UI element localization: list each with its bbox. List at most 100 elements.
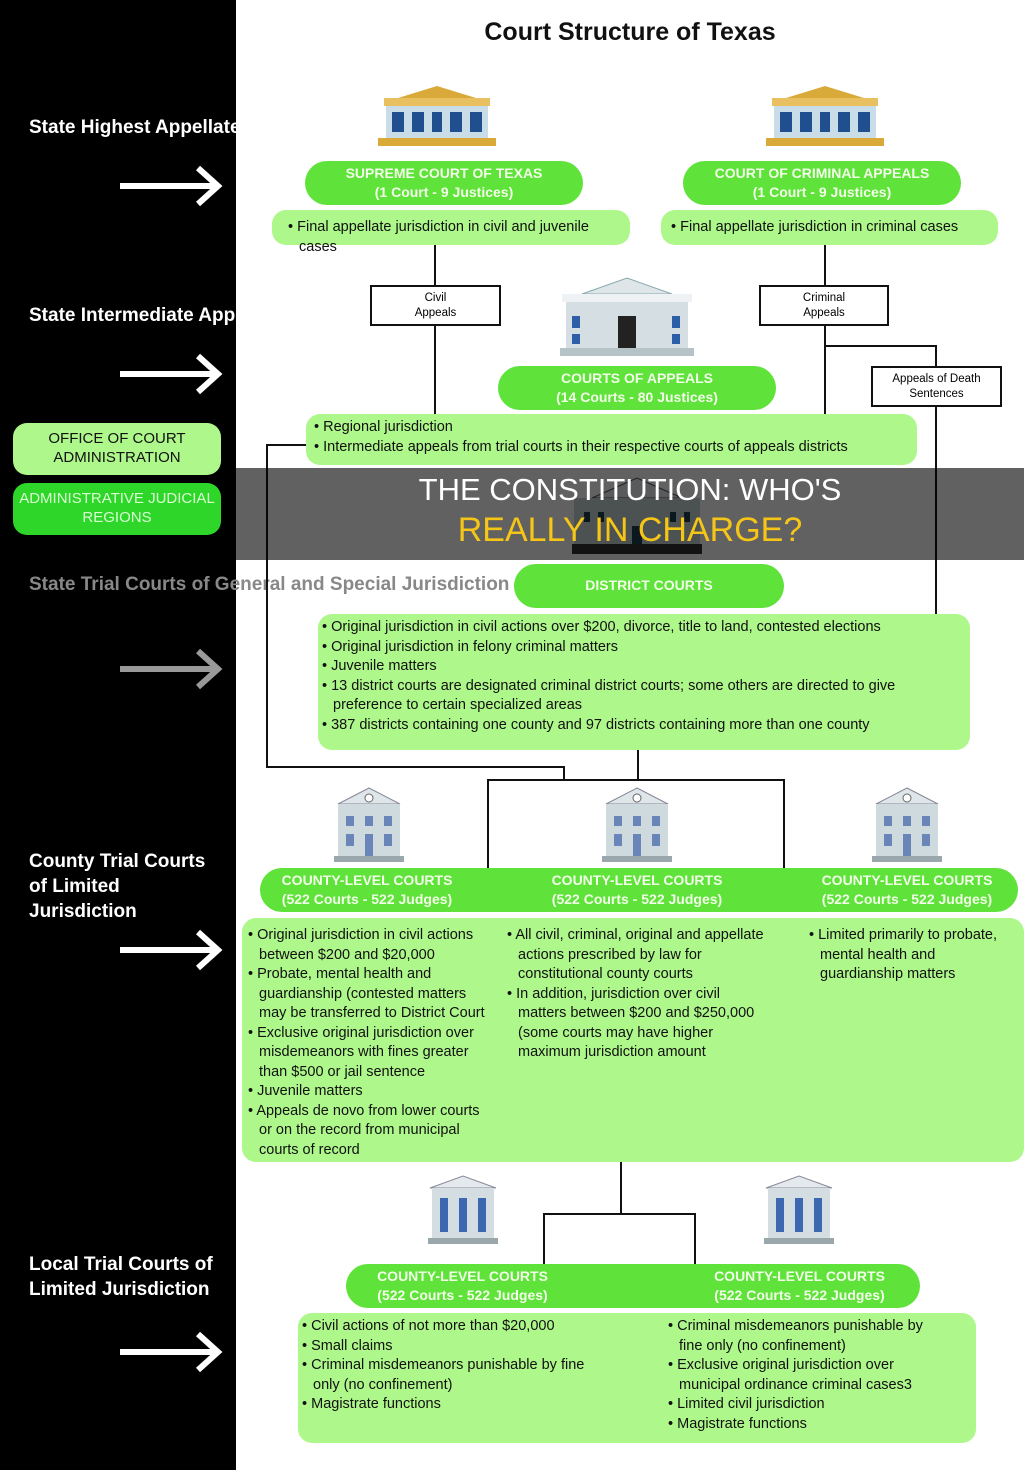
courts-of-appeals-node: COURTS OF APPEALS (14 Courts - 80 Justice… [498,366,776,410]
criminal-appeals-label: Criminal Appeals [759,285,889,326]
desc-item: Small claims [302,1337,602,1357]
courthouse-icon [428,1175,498,1244]
district-courts-node: DISTRICT COURTS [514,564,784,608]
desc-item: 387 districts containing one county and … [322,716,964,736]
overlay-title-line1: THE CONSTITUTION: WHO'S [418,472,842,507]
desc-item: Criminal misdemeanors punishable by fine… [302,1356,602,1395]
county-courts-bar [260,868,1018,912]
level-label: State Intermediate Appellate Courts [29,305,351,326]
page-title: Court Structure of Texas [484,18,776,46]
court-name: COUNTY-LEVEL COURTS [377,1268,548,1284]
courthouse-icon [766,86,884,146]
courts-of-appeals-desc: Regional jurisdictionIntermediate appeal… [306,414,917,465]
court-name: COUNTY-LEVEL COURTS [821,872,993,888]
courthouse-icon [560,277,694,356]
connector [266,444,308,446]
county-court-node: COUNTY-LEVEL COURTS (522 Courts - 522 Jud… [532,868,742,912]
arrow-right-icon [120,1331,223,1373]
level-label: State Trial Courts of General and Specia… [29,574,510,595]
court-name: DISTRICT COURTS [585,577,713,593]
desc-item: Appeals de novo from lower courts or on … [248,1102,492,1161]
desc-item: Magistrate functions [302,1395,602,1415]
county-courts-desc: Original jurisdiction in civil actions b… [242,918,1024,1162]
local-courts-desc: Civil actions of not more than $20,000 S… [298,1313,976,1443]
connector [563,766,565,780]
level-label: County Trial Courts of Limited Jurisdict… [29,851,206,922]
civil-appeals-label: Civil Appeals [370,285,501,326]
court-name: COUNTY-LEVEL COURTS [714,1268,885,1284]
courthouse-icon [764,1175,834,1244]
supreme-court-node: SUPREME COURT OF TEXAS (1 Court - 9 Justi… [305,161,583,205]
desc-item: Juvenile matters [248,1082,492,1102]
court-size: (14 Courts - 80 Justices) [556,389,718,405]
court-size: (522 Courts - 522 Judges) [714,1287,885,1303]
connector [783,779,785,869]
county-court-node: COUNTY-LEVEL COURTS (522 Courts - 522 Jud… [802,868,1012,912]
criminal-appeals-desc: Final appellate jurisdiction in criminal… [661,210,998,245]
connector [824,245,826,415]
desc-item: Original jurisdiction in felony criminal… [322,638,964,658]
overlay-title-line2: REALLY IN CHARGE? [457,511,803,549]
desc-item: Original jurisdiction in civil actions o… [322,618,964,638]
local-courts-bar [346,1264,920,1308]
connector [543,1213,696,1215]
desc-item: Probate, mental health and guardianship … [248,965,492,1024]
court-size: (522 Courts - 522 Judges) [551,891,723,907]
arrow-right-icon [120,648,223,690]
level-label: Local Trial Courts of Limited Jurisdicti… [29,1254,213,1300]
connector [543,1213,545,1265]
desc-item: Civil actions of not more than $20,000 [302,1317,602,1337]
criminal-appeals-node: COURT OF CRIMINAL APPEALS (1 Court - 9 Ju… [683,161,961,205]
desc-item: Original jurisdiction in civil actions b… [248,926,492,965]
connector [434,245,436,415]
courthouse-icon [602,787,672,862]
court-size: (1 Court - 9 Justices) [752,184,892,200]
desc-item: 13 district courts are designated crimin… [322,677,964,716]
desc-item: Criminal misdemeanors punishable by fine… [668,1317,938,1356]
connector [824,345,936,347]
desc-item: Regional jurisdiction [314,418,909,438]
courthouse-icon [378,86,496,146]
court-size: (522 Courts - 522 Judges) [377,1287,548,1303]
desc-item: All civil, criminal, original and appell… [507,926,772,985]
courthouse-icon [872,787,942,862]
connector [487,779,784,781]
district-courts-desc: Original jurisdiction in civil actions o… [318,614,970,750]
local-court-node: COUNTY-LEVEL COURTS (522 Courts - 522 Jud… [692,1264,907,1308]
desc-item: In addition, jurisdiction over civil mat… [507,985,772,1063]
connector [266,766,564,768]
office-of-court-administration-button[interactable]: OFFICE OF COURT ADMINISTRATION [13,423,221,475]
desc-item: Juvenile matters [322,657,964,677]
court-name: COUNTY-LEVEL COURTS [281,872,453,888]
court-size: (522 Courts - 522 Judges) [281,891,453,907]
desc-item: Exclusive original jurisdiction over mis… [248,1024,492,1083]
court-size: (522 Courts - 522 Judges) [821,891,993,907]
desc-item: Final appellate jurisdiction in criminal… [671,218,988,238]
arrow-right-icon [120,353,223,395]
connector [637,748,639,780]
connector [487,779,489,869]
arrow-right-icon [120,929,223,971]
connector [620,1162,622,1214]
administrative-judicial-regions-button[interactable]: ADMINISTRATIVE JUDICIAL REGIONS [13,483,221,535]
courthouse-icon [334,787,404,862]
desc-item: Exclusive original jurisdiction over mun… [668,1356,938,1395]
death-sentences-label: Appeals of Death Sentences [871,366,1002,407]
desc-item: Final appellate jurisdiction in civil an… [288,218,614,257]
desc-item: Limited primarily to probate, mental hea… [809,926,1009,985]
connector [266,444,268,767]
court-name: COURT OF CRIMINAL APPEALS [714,165,930,181]
county-court-node: COUNTY-LEVEL COURTS (522 Courts - 522 Jud… [262,868,472,912]
connector [694,1213,696,1265]
court-size: (1 Court - 9 Justices) [374,184,514,200]
sidebar [0,0,236,1470]
court-name: COUNTY-LEVEL COURTS [551,872,723,888]
desc-item: Limited civil jurisdiction [668,1395,938,1415]
arrow-right-icon [120,165,223,207]
court-name: COURTS OF APPEALS [561,370,713,386]
title-overlay [236,468,1024,560]
desc-item: Magistrate functions [668,1415,938,1435]
supreme-court-desc: Final appellate jurisdiction in civil an… [272,210,630,255]
court-name: SUPREME COURT OF TEXAS [345,165,543,181]
level-label: State Highest Appellate Courts [29,117,308,138]
